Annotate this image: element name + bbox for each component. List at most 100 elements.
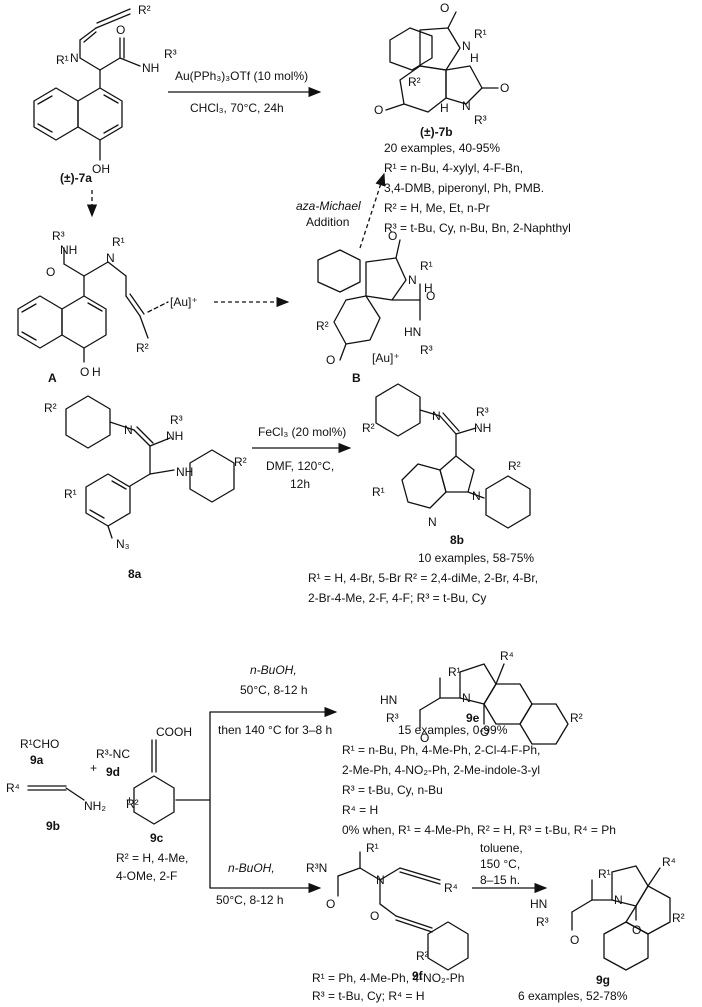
product-9e-o2: O: [480, 725, 489, 739]
reagent-9b-label: 9b: [46, 819, 60, 833]
conditions-chcl3: CHCl₃, 70°C, 24h: [190, 101, 284, 115]
product-9f-n: N: [376, 873, 385, 887]
intermediate-b-o2: O: [426, 289, 435, 303]
reactant-8a-structure: [65, 395, 235, 539]
product-n2: N: [462, 99, 471, 113]
toluene-cond-2: 150 °C,: [480, 857, 520, 871]
product-9e-hn: HN: [380, 693, 397, 707]
reactant-7a-structure: [33, 8, 141, 161]
product-8b-nh: NH: [474, 421, 491, 435]
product-8b-r3: R³: [476, 405, 489, 419]
reactant-8a-n3: N₃: [116, 537, 130, 551]
intermediate-b-au: [Au]⁺: [372, 351, 400, 365]
product-9g-r2: R²: [672, 911, 685, 925]
reagent-9c-r2: R²: [126, 797, 139, 811]
product-9e-r1-cont: 2-Me-Ph, 4-NO₂-Ph, 2-Me-indole-3-yl: [342, 763, 540, 777]
intermediate-a-ho-o: O: [80, 365, 89, 379]
product-9g-examples: 6 examples, 52-78%: [518, 989, 628, 1003]
dashed-arrow-b-to-7b: [359, 172, 386, 249]
lower-cond-2: 50°C, 8-12 h: [216, 893, 284, 907]
product-9e-r4-list: R⁴ = H: [342, 803, 378, 817]
conditions-au: Au(PPh₃)₃OTf (10 mol%): [175, 69, 308, 83]
atom-r3: R³: [164, 47, 177, 61]
reactant-8a-r2: R²: [44, 401, 57, 415]
conditions-fecl3: FeCl₃ (20 mol%): [258, 425, 346, 439]
product-8b-structure: [375, 383, 531, 529]
intermediate-b-r2: R²: [316, 319, 329, 333]
product-8b-n: N: [432, 409, 441, 423]
toluene-cond-3: 8–15 h.: [480, 873, 520, 887]
reactant-8a-r2b: R²: [234, 455, 247, 469]
upper-cond-3: then 140 °C for 3–8 h: [218, 723, 332, 737]
product-7b-examples: 20 examples, 40-95%: [384, 141, 500, 155]
product-7b-r1: R¹ = n-Bu, 4-xylyl, 4-F-Bn,: [384, 161, 523, 175]
reactant-8a-nh: NH: [166, 429, 183, 443]
product-9g-structure: [571, 865, 671, 971]
intermediate-b-hn: HN: [404, 325, 421, 339]
product-9e-zero: 0% when, R¹ = 4-Me-Ph, R² = H, R³ = t-Bu…: [342, 823, 616, 837]
reagent-9a-label: 9a: [30, 753, 44, 767]
product-o3: O: [374, 103, 383, 117]
product-o1: O: [440, 1, 449, 15]
product-h1: H: [470, 51, 479, 65]
reagent-9c-structure: [133, 739, 175, 825]
reactant-8a-nh2: NH: [176, 465, 193, 479]
reagent-9d: R³-NC: [96, 747, 130, 761]
reagent-9c-label: 9c: [150, 831, 164, 845]
intermediate-a-r3: R³: [52, 229, 65, 243]
intermediate-b-n: N: [408, 273, 417, 287]
reagent-9c-cooh: COOH: [156, 725, 192, 739]
atom-oh: OH: [92, 162, 110, 176]
product-9e-r1-list: R¹ = n-Bu, Ph, 4-Me-Ph, 2-Cl-4-F-Ph,: [342, 743, 540, 757]
atom-nh: NH: [142, 61, 159, 75]
reagent-9c-r2-options-cont: 4-OMe, 2-F: [116, 869, 177, 883]
product-9f-label: 9f: [412, 969, 424, 983]
product-9e-r4: R⁴: [500, 649, 514, 663]
product-9g-o1: O: [570, 933, 579, 947]
plus-1: +: [90, 761, 97, 775]
product-8b-r-line2: 2-Br-4-Me, 2-F, 4-F; R³ = t-Bu, Cy: [308, 591, 486, 605]
product-9g-label: 9g: [596, 973, 610, 987]
intermediate-a-label: A: [48, 371, 57, 385]
intermediate-a-r2: R²: [136, 341, 149, 355]
atom-r2: R²: [138, 3, 151, 17]
reactant-8a-r3: R³: [170, 413, 183, 427]
product-8b-examples: 10 examples, 58-75%: [418, 551, 534, 565]
product-8b-n2: N: [428, 515, 437, 529]
upper-cond-2: 50°C, 8-12 h: [240, 683, 308, 697]
product-9f-o2: O: [370, 909, 379, 923]
reactant-8a-n: N: [124, 423, 133, 437]
product-8b-r2b: R²: [508, 459, 521, 473]
intermediate-b-o3: O: [326, 353, 335, 367]
intermediate-b-r3: R³: [420, 343, 433, 357]
product-9f-structure: [337, 851, 469, 971]
plus-2: +: [126, 793, 133, 807]
step-label-aza-michael: aza-Michael: [296, 199, 361, 213]
reagent-9d-label: 9d: [106, 765, 120, 779]
product-8b-n3: N: [472, 489, 481, 503]
intermediate-a-o: O: [46, 265, 55, 279]
product-9e-o1: O: [420, 731, 429, 745]
product-9e-label: 9e: [466, 711, 480, 725]
product-7b-r3: R³ = t-Bu, Cy, n-Bu, Bn, 2-Naphthyl: [384, 221, 571, 235]
product-7b-label: (±)-7b: [420, 125, 453, 139]
product-9f-r3-list: R³ = t-Bu, Cy; R⁴ = H: [312, 989, 425, 1003]
product-9e-r3-list: R³ = t-Bu, Cy, n-Bu: [342, 783, 443, 797]
product-9g-r3: R³: [536, 915, 549, 929]
product-9e-r2: R²: [570, 711, 583, 725]
conditions-dmf: DMF, 120°C,: [266, 459, 334, 473]
product-9f-o: O: [326, 897, 335, 911]
product-9e-r3: R³: [386, 711, 399, 725]
product-9f-r1: R¹: [366, 841, 379, 855]
reactant-8a-label: 8a: [128, 567, 142, 581]
step-label-addition: Addition: [306, 215, 349, 229]
atom-o: O: [116, 23, 125, 37]
intermediate-a-n: N: [106, 251, 115, 265]
atom-r1: R¹: [56, 53, 69, 67]
product-8b-label: 8b: [450, 533, 464, 547]
product-9e-structure: [419, 663, 569, 745]
product-9f-r4: R⁴: [444, 881, 458, 895]
reagent-9a: R¹CHO: [20, 737, 59, 751]
product-r1: R¹: [474, 27, 487, 41]
